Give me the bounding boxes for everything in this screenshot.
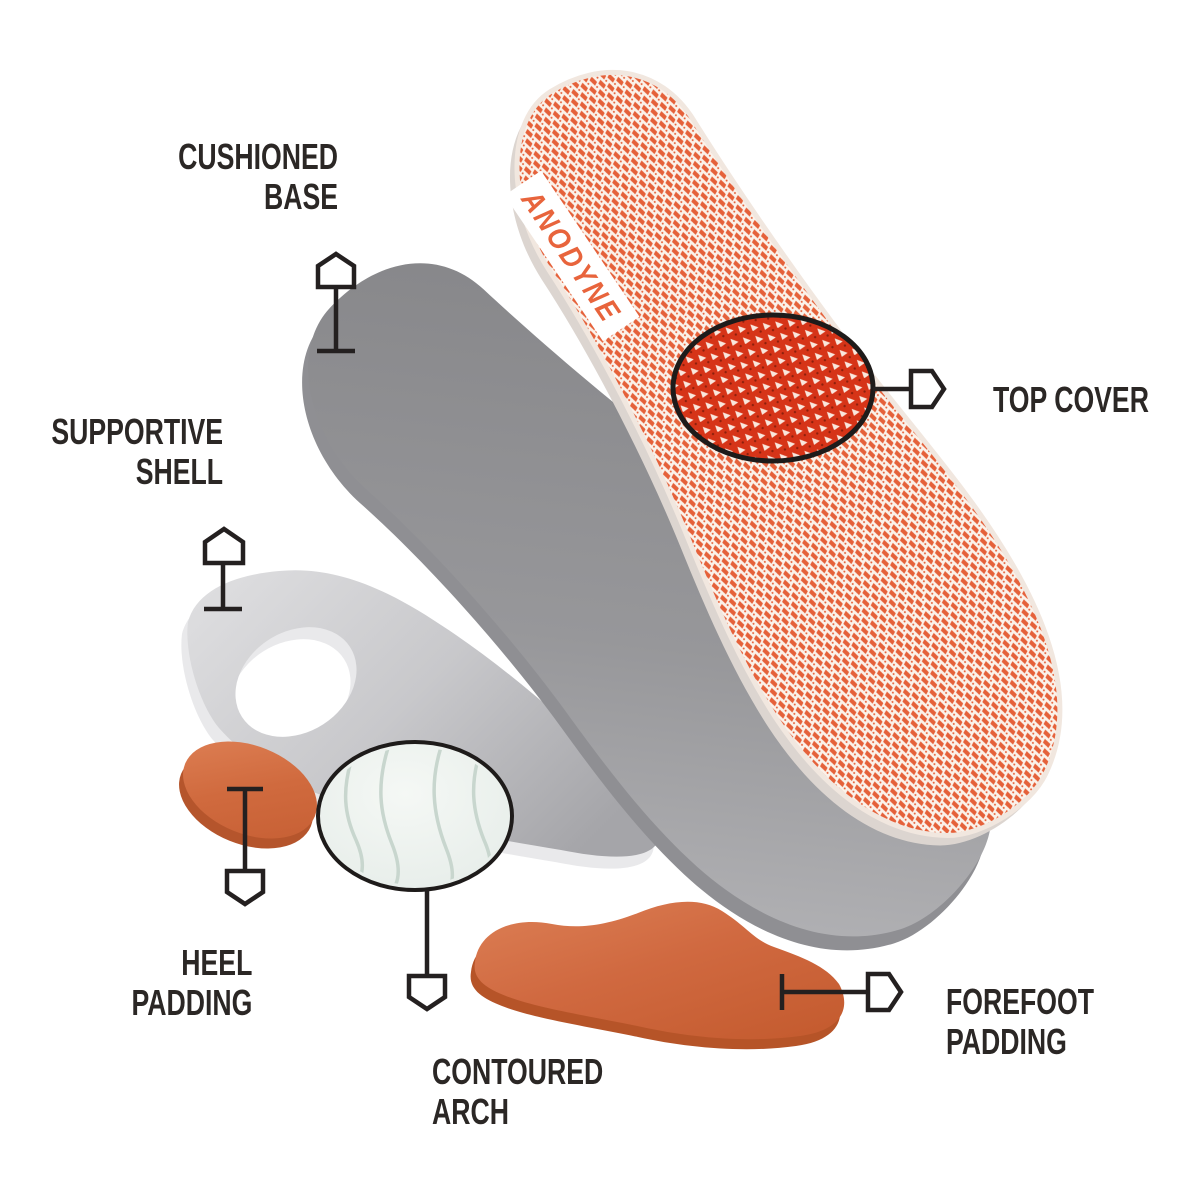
label-line: PADDING — [131, 982, 252, 1023]
callout-arrow-up — [315, 251, 357, 290]
callout-arrow-right — [865, 971, 904, 1013]
label-cushioned-base: CUSHIONED BASE — [178, 137, 338, 217]
label-supportive-shell: SUPPORTIVE SHELL — [51, 412, 223, 492]
forefoot-padding-shape — [474, 901, 845, 1040]
label-line: ARCH — [432, 1091, 509, 1132]
forefoot-padding-callout — [779, 971, 904, 1013]
contoured-arch-outline — [316, 740, 514, 892]
label-line: BASE — [263, 176, 338, 217]
label-line: TOP COVER — [993, 379, 1149, 420]
contoured-arch-callout — [406, 890, 448, 1012]
callout-arrow-up — [202, 526, 246, 566]
callout-arrow-down — [224, 868, 266, 907]
label-line: HEEL — [180, 942, 252, 983]
cushioned-base-callout — [315, 251, 357, 354]
contoured-arch-layer — [316, 740, 514, 892]
heel-padding-callout — [224, 786, 266, 907]
supportive-shell-callout — [202, 526, 246, 612]
label-line: CUSHIONED — [178, 136, 338, 177]
label-line: CONTOURED — [432, 1051, 604, 1092]
label-line: SUPPORTIVE — [51, 411, 223, 452]
texture-detail-circle — [670, 312, 876, 464]
label-heel-padding: HEEL PADDING — [131, 943, 252, 1023]
label-forefoot-padding: FOREFOOT PADDING — [946, 982, 1094, 1062]
top-cover-callout — [873, 368, 947, 410]
label-line: SHELL — [135, 451, 223, 492]
callout-arrow-down — [406, 973, 448, 1012]
brand-logo-plate — [504, 170, 640, 342]
callout-arrow-right — [908, 368, 947, 410]
contoured-arch-shape — [318, 742, 512, 890]
label-top-cover: TOP COVER — [993, 380, 1149, 420]
label-line: FOREFOOT — [946, 981, 1094, 1022]
label-line: PADDING — [946, 1021, 1067, 1062]
forefoot-padding-layer — [470, 901, 845, 1050]
label-contoured-arch: CONTOURED ARCH — [432, 1052, 603, 1132]
